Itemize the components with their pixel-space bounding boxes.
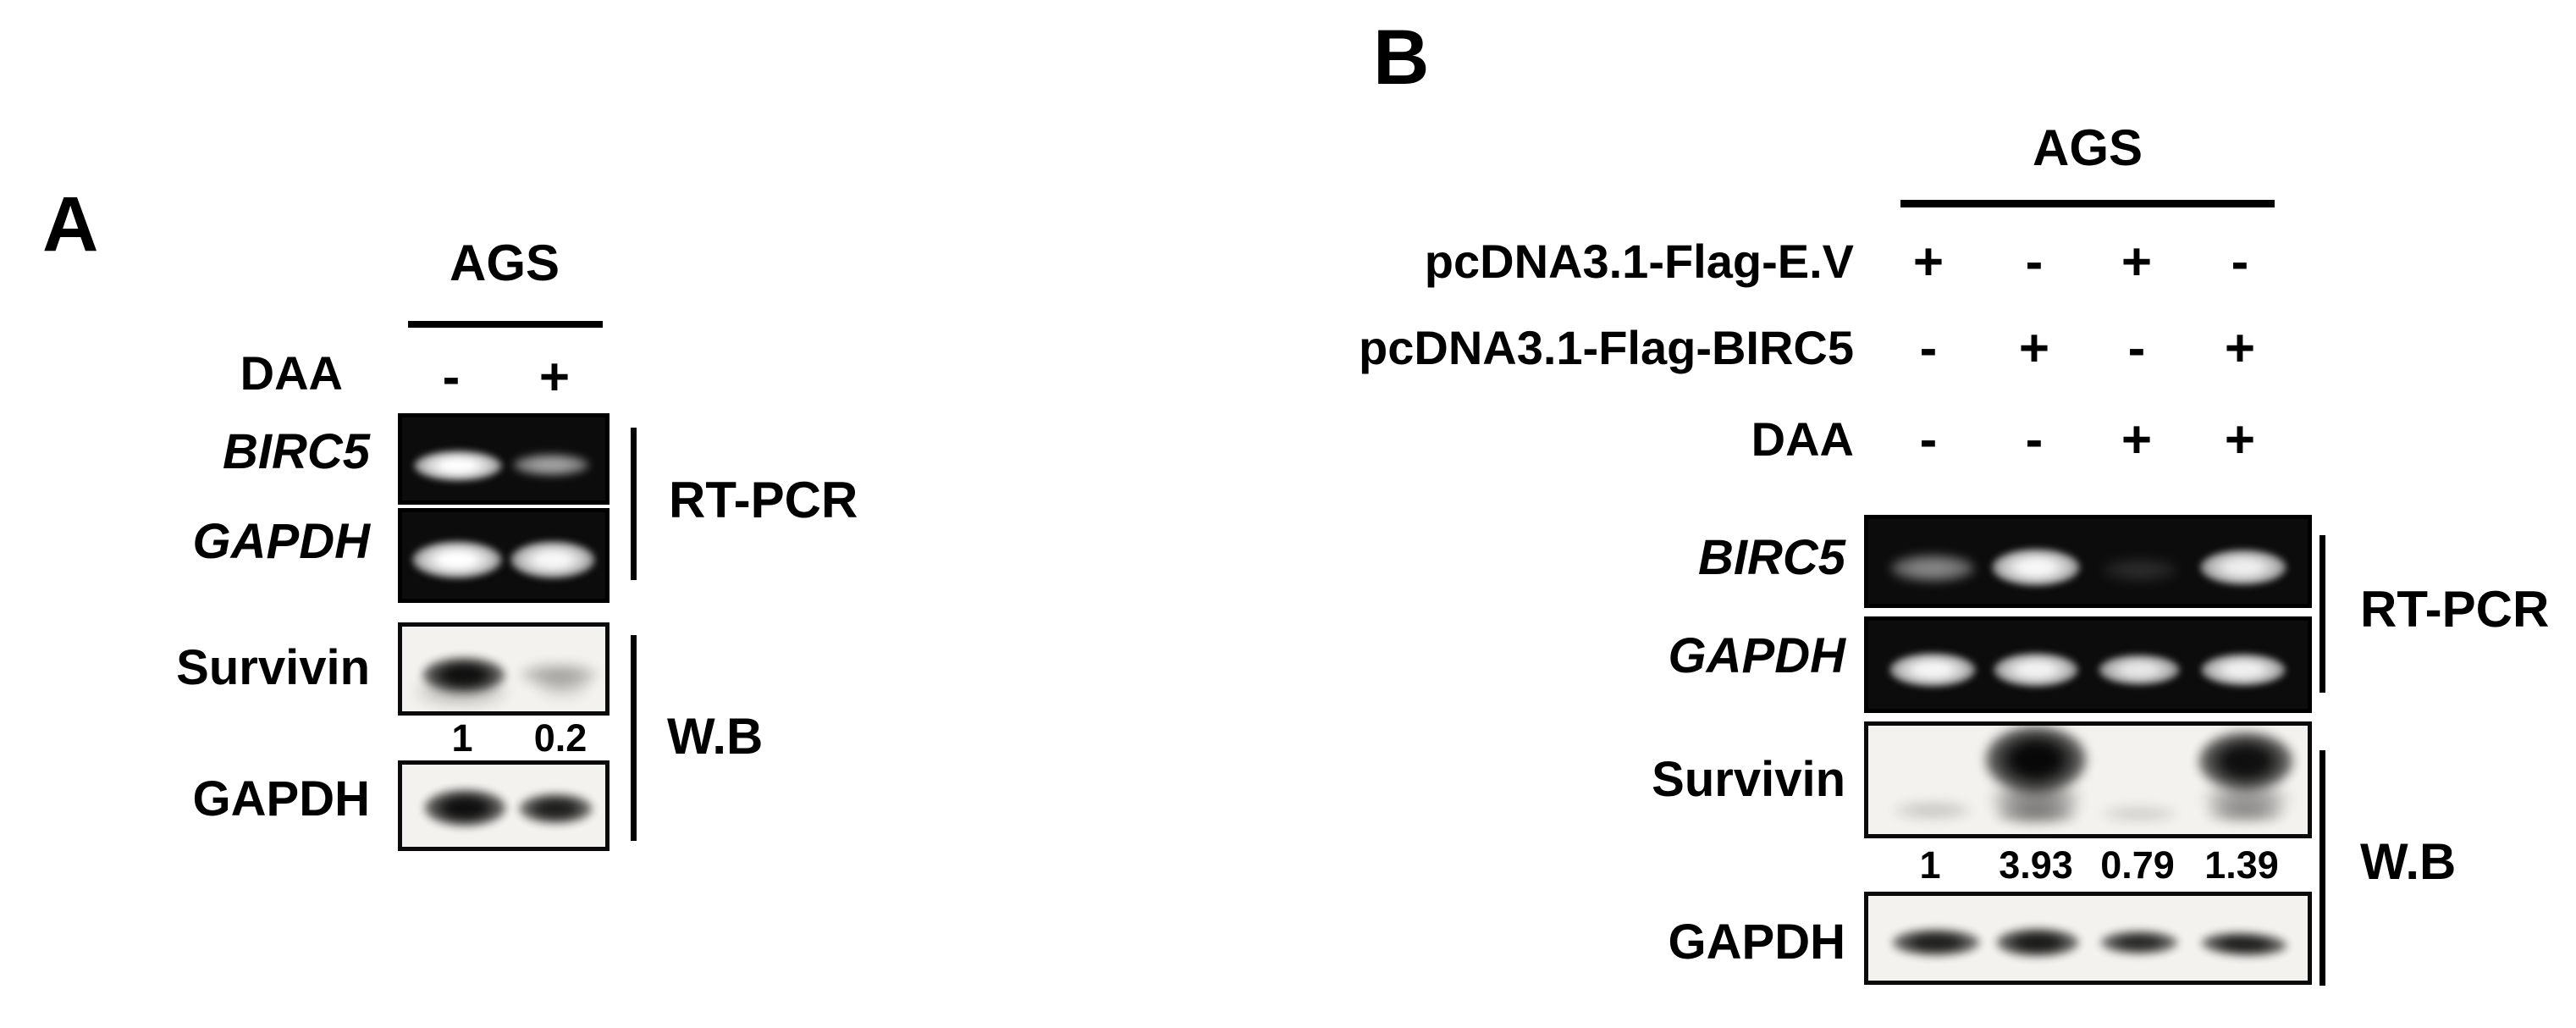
panel-a-wb-bracket	[631, 635, 637, 841]
band	[513, 454, 589, 476]
gel-edge-line	[1868, 604, 2308, 606]
panel-a-quant-value-lane1: 1	[451, 716, 473, 760]
panel-a-treatment-label: DAA	[240, 346, 343, 400]
panel-b-daa-symbol-lane2: -	[2025, 411, 2044, 469]
panel-b-ev-symbol-lane3: +	[2121, 233, 2153, 291]
panel-b-protein-label-survivin: Survivin	[1652, 752, 1845, 807]
band	[422, 657, 505, 693]
panel-b-quant-value-lane1: 1	[1919, 843, 1941, 887]
panel-b-birc5-symbol-lane4: +	[2224, 319, 2256, 378]
band	[414, 450, 502, 481]
band	[2205, 785, 2286, 815]
panel-b-ev-symbol-lane4: -	[2231, 233, 2249, 291]
panel-b-quant-value-lane4: 1.39	[2204, 843, 2279, 887]
panel-b-daa-symbol-lane4: +	[2224, 411, 2256, 469]
band	[2101, 806, 2177, 821]
panel-a-gene-label-gapdh: GAPDH	[192, 514, 370, 569]
panel-a-rtpcr-method-label: RT-PCR	[669, 472, 858, 528]
panel-b-treatment-label-birc5: pcDNA3.1-Flag-BIRC5	[1359, 321, 1854, 374]
panel-a-birc5-rtpcr-gel	[398, 413, 610, 505]
panel-a-gene-label-birc5: BIRC5	[222, 424, 370, 479]
panel-b-daa-symbol-lane1: -	[1919, 411, 1938, 469]
panel-b-birc5-rtpcr-gel	[1864, 515, 2312, 608]
band	[423, 789, 506, 826]
panel-b-birc5-symbol-lane2: +	[2018, 319, 2050, 378]
panel-b-birc5-symbol-lane3: -	[2127, 319, 2146, 378]
panel-a-header-rule	[408, 321, 603, 328]
panel-b-treatment-label-daa: DAA	[1751, 412, 1854, 466]
panel-b-protein-label-gapdh: GAPDH	[1668, 915, 1845, 970]
band	[1995, 806, 2077, 823]
band	[2102, 559, 2178, 581]
panel-a-label: A	[42, 181, 99, 268]
band	[1994, 783, 2078, 817]
band	[538, 678, 588, 697]
panel-a-gapdh-rtpcr-gel	[398, 508, 610, 603]
panel-b-gene-label-gapdh: GAPDH	[1668, 628, 1845, 683]
panel-b-gene-label-birc5: BIRC5	[1697, 530, 1845, 585]
panel-b-label: B	[1373, 14, 1430, 101]
panel-b-ev-symbol-lane1: +	[1912, 233, 1944, 291]
panel-a-treatment-symbol-lane1: -	[442, 348, 461, 406]
panel-b-survivin-wb-blot	[1864, 721, 2312, 838]
panel-a-protein-label-gapdh: GAPDH	[192, 771, 370, 826]
band	[1892, 929, 1980, 956]
band	[416, 678, 506, 704]
panel-b-birc5-symbol-lane1: -	[1919, 319, 1938, 378]
panel-b-gapdh-wb-blot	[1864, 892, 2312, 985]
panel-b-wb-bracket	[2320, 750, 2325, 986]
panel-b-rtpcr-bracket	[2320, 535, 2325, 693]
band	[412, 541, 502, 578]
band	[2198, 732, 2293, 791]
panel-a-rtpcr-bracket	[631, 428, 637, 580]
panel-a-wb-method-label: W.B	[667, 708, 764, 765]
band	[2200, 931, 2288, 958]
panel-b-ev-symbol-lane2: -	[2025, 233, 2044, 291]
panel-b-wb-method-label: W.B	[2360, 833, 2457, 890]
band	[1985, 726, 2087, 793]
band	[1992, 549, 2080, 586]
band	[521, 664, 597, 686]
panel-b-quant-value-lane3: 0.79	[2100, 843, 2175, 887]
band	[2100, 931, 2178, 954]
panel-a-gapdh-wb-blot	[398, 760, 610, 851]
band	[2099, 655, 2180, 685]
panel-b-treatment-label-ev: pcDNA3.1-Flag-E.V	[1424, 235, 1854, 288]
band	[2208, 806, 2284, 821]
band	[1889, 653, 1976, 687]
panel-a-cell-line-header: AGS	[449, 235, 560, 291]
panel-b-cell-line-header: AGS	[2032, 119, 2143, 176]
band	[1994, 653, 2078, 687]
band	[1894, 802, 1972, 819]
panel-b-rtpcr-method-label: RT-PCR	[2360, 581, 2550, 638]
panel-a-survivin-wb-blot	[398, 622, 610, 716]
band	[1890, 555, 1975, 582]
panel-b-header-rule	[1900, 200, 2275, 207]
band	[2201, 654, 2286, 686]
panel-b-daa-symbol-lane3: +	[2121, 411, 2153, 469]
band	[518, 793, 593, 824]
band	[2200, 550, 2286, 585]
band	[1996, 928, 2079, 957]
panel-b-gapdh-rtpcr-gel	[1864, 616, 2312, 713]
band	[510, 541, 595, 578]
panel-a-protein-label-survivin: Survivin	[176, 640, 370, 695]
panel-b-quant-value-lane2: 3.93	[1999, 843, 2073, 887]
panel-a-quant-value-lane2: 0.2	[533, 716, 587, 760]
panel-a-treatment-symbol-lane2: +	[538, 348, 571, 406]
